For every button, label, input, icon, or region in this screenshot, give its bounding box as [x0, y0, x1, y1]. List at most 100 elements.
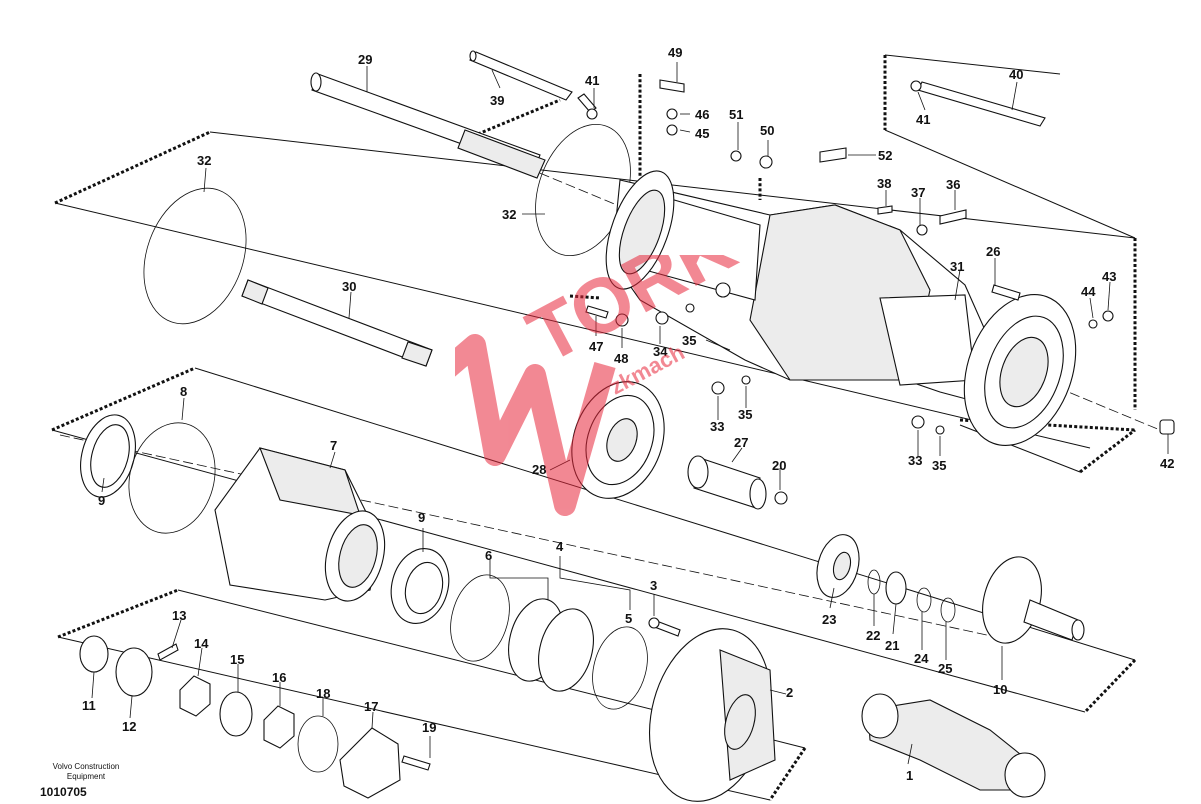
- part-9-bearing-left: [80, 414, 136, 498]
- callout-10: 10: [993, 682, 1007, 697]
- part-43-plug: [1102, 310, 1114, 322]
- publisher-caption: Volvo Construction Equipment: [36, 762, 136, 782]
- part-14-nut: [179, 675, 211, 717]
- callout-6: 6: [485, 548, 492, 563]
- part-19-bolt: [401, 755, 431, 771]
- callout-28: 28: [532, 462, 546, 477]
- callout-8: 8: [180, 384, 187, 399]
- callout-51: 51: [729, 107, 743, 122]
- callout-45: 45: [695, 126, 709, 141]
- callout-17: 17: [364, 699, 378, 714]
- callout-2: 2: [786, 685, 793, 700]
- part-36-bolt: [939, 209, 967, 225]
- drawing-number: 1010705: [40, 785, 87, 799]
- callout-24: 24: [914, 651, 929, 666]
- part-40-pin: [917, 81, 1046, 127]
- callout-18: 18: [316, 686, 330, 701]
- part-39-pin: [469, 50, 573, 101]
- callout-30: 30: [342, 279, 356, 294]
- part-23-planet-gear: [816, 534, 860, 598]
- callout-27: 27: [734, 435, 748, 450]
- callout-35-right: 35: [932, 458, 946, 473]
- part-18-o-ring: [297, 715, 339, 773]
- part-41-bolt-upper: [577, 93, 598, 120]
- part-26-bolt: [991, 284, 1021, 301]
- callout-11: 11: [82, 698, 96, 713]
- part-45-seal: [666, 124, 678, 136]
- callout-9-left: 9: [98, 493, 105, 508]
- part-17-hub-cap: [339, 727, 401, 799]
- callout-52: 52: [878, 148, 892, 163]
- callout-39: 39: [490, 93, 504, 108]
- callout-5: 5: [625, 611, 632, 626]
- callout-29: 29: [358, 52, 372, 67]
- part-27-sun-gear: [687, 455, 767, 510]
- callout-16: 16: [272, 670, 286, 685]
- part-6-o-ring: [450, 574, 510, 662]
- part-32-o-ring-large: [143, 187, 247, 325]
- callout-33-right: 33: [908, 453, 922, 468]
- callout-26: 26: [986, 244, 1000, 259]
- callout-23: 23: [822, 612, 836, 627]
- part-22-retaining-ring: [867, 569, 881, 595]
- callout-41-right: 41: [916, 112, 930, 127]
- watermark-logo-mark: [455, 334, 616, 516]
- callout-15: 15: [230, 652, 244, 667]
- callout-20: 20: [772, 458, 786, 473]
- callout-38: 38: [877, 176, 891, 191]
- watermark-text: TORK: [514, 255, 749, 380]
- callout-1: 1: [906, 768, 913, 783]
- part-44-washer: [1088, 319, 1098, 329]
- part-42-cap: [1159, 419, 1175, 435]
- callout-40: 40: [1009, 67, 1023, 82]
- part-13-pin: [157, 643, 179, 661]
- part-1-axle-assembly-thumbnail: [861, 693, 1046, 798]
- part-35-seal-mid: [741, 375, 751, 385]
- part-12-bearing: [115, 647, 153, 697]
- callout-13: 13: [172, 608, 186, 623]
- callout-37: 37: [911, 185, 925, 200]
- frame-lines: [51, 54, 1137, 801]
- callout-4: 4: [556, 539, 564, 554]
- part-38-pin: [877, 205, 893, 215]
- part-10-spindle: [982, 556, 1085, 644]
- callout-49: 49: [668, 45, 682, 60]
- part-34-plug: [655, 311, 669, 325]
- part-30-axle-shaft: [241, 279, 433, 367]
- callout-43: 43: [1102, 269, 1116, 284]
- part-25-ring: [940, 597, 956, 623]
- part-35-seal-upper: [685, 303, 695, 313]
- part-41-bolt-right: [910, 80, 922, 92]
- part-52-sensor: [819, 147, 847, 163]
- callout-19: 19: [422, 720, 436, 735]
- publisher-line-1: Volvo Construction: [52, 762, 120, 771]
- part-11-washer: [79, 635, 109, 673]
- callout-25: 25: [938, 661, 952, 676]
- tork-watermark: TORK zkmach: [455, 255, 749, 516]
- part-15-lock-washer: [219, 691, 253, 737]
- watermark-subtext: zkmach: [606, 339, 689, 399]
- callout-48: 48: [614, 351, 628, 366]
- callout-7: 7: [330, 438, 337, 453]
- callout-21: 21: [885, 638, 899, 653]
- publisher-line-2: Equipment: [66, 772, 106, 781]
- part-48-nipple: [615, 313, 629, 327]
- callout-35-upper: 35: [682, 333, 696, 348]
- callout-47: 47: [589, 339, 603, 354]
- part-49-bolt: [659, 79, 685, 93]
- part-3-bolt: [648, 617, 681, 637]
- callout-22: 22: [866, 628, 880, 643]
- part-20-thrust-washer: [774, 491, 788, 505]
- part-16-nut: [263, 705, 295, 749]
- callout-41-upper: 41: [585, 73, 599, 88]
- callout-44: 44: [1081, 284, 1096, 299]
- callout-36: 36: [946, 177, 960, 192]
- part-50-plug: [759, 155, 773, 169]
- callout-33-mid: 33: [710, 419, 724, 434]
- part-4-seal-b: [538, 608, 594, 692]
- part-37-washer: [916, 224, 928, 236]
- callout-46: 46: [695, 107, 709, 122]
- part-21-needle-bearing: [885, 571, 907, 605]
